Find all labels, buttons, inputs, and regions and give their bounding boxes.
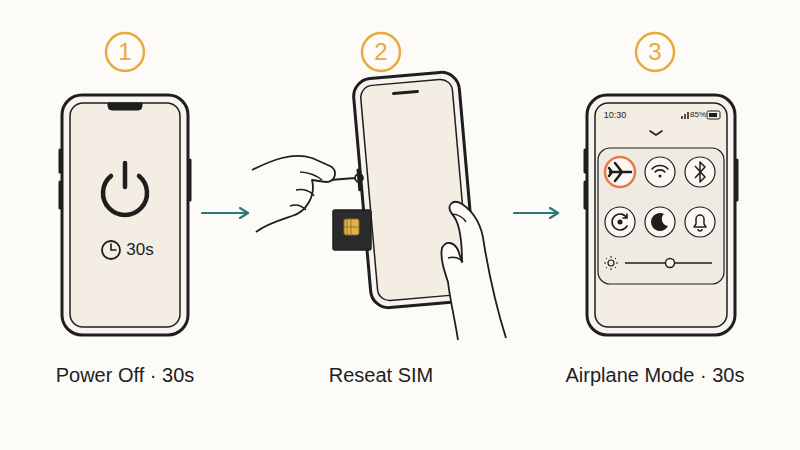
- brightness-rays: [604, 256, 618, 270]
- battery-icon: [707, 111, 720, 119]
- step-caption: Reseat SIM: [329, 363, 433, 387]
- bluetooth-toggle: [685, 157, 715, 187]
- phone-control-center: [585, 95, 737, 335]
- step-caption: Airplane Mode · 30s: [566, 363, 745, 387]
- bluetooth-icon: [695, 162, 705, 182]
- clock-icon: [102, 241, 120, 259]
- step-arrow: [202, 212, 248, 214]
- phone-sim: [252, 71, 506, 340]
- sim-chip: [344, 219, 359, 235]
- step-number: 3: [648, 38, 661, 67]
- clock-hands: [111, 244, 116, 250]
- chevron: [650, 131, 662, 135]
- step-panel: 3 10:30 85% Airplane Mode · 30s: [560, 30, 755, 400]
- rotation-toggle: [605, 207, 635, 237]
- brightness-icon: [608, 260, 614, 266]
- finger-lines: [448, 214, 466, 262]
- duration-label: 30s: [126, 240, 153, 260]
- speaker-slot: [394, 91, 418, 93]
- phone-screen: [70, 103, 180, 327]
- step-number: 2: [374, 38, 387, 67]
- notch: [108, 103, 142, 110]
- phone-off: [60, 95, 190, 335]
- wifi-toggle: [645, 157, 675, 187]
- side-button: [358, 170, 360, 190]
- moon-icon: [651, 213, 668, 231]
- step-circles: [106, 33, 674, 71]
- right-hand: [441, 202, 506, 340]
- slider-knob: [666, 259, 675, 268]
- control-panel: [598, 148, 724, 284]
- rotation-lock: [618, 220, 623, 225]
- status-time: 10:30: [604, 110, 627, 121]
- step-circle: [106, 33, 144, 71]
- rotation-icon: [612, 214, 627, 230]
- bell-icon: [694, 215, 706, 231]
- step-panel: 2Reseat SIM: [250, 30, 512, 400]
- wifi-icon: [652, 166, 668, 172]
- phone-body: [62, 95, 188, 335]
- side-buttons: [60, 150, 190, 208]
- wifi-dot: [659, 175, 662, 178]
- step-panel: 1 30sPower Off · 30s: [45, 30, 200, 400]
- step-arrow: [514, 212, 558, 214]
- battery-level: [709, 113, 717, 117]
- power-icon: [123, 163, 128, 187]
- focus-toggle: [645, 207, 675, 237]
- step-circle: [636, 33, 674, 71]
- phone-body: [587, 95, 735, 335]
- airplane-toggle: [605, 157, 635, 187]
- airplane-icon: [609, 163, 631, 181]
- sim-contacts: [344, 219, 359, 235]
- left-hand: [252, 156, 335, 232]
- signal-bars: [682, 112, 688, 119]
- bell-toggle: [685, 207, 715, 237]
- sim-tray: [333, 210, 371, 250]
- finger-lines: [290, 172, 322, 210]
- battery-percent: 85%: [690, 110, 706, 120]
- phone-screen: [595, 103, 727, 327]
- step-number: 1: [118, 38, 131, 67]
- step-circle: [362, 33, 400, 71]
- step-caption: Power Off · 30s: [56, 363, 195, 387]
